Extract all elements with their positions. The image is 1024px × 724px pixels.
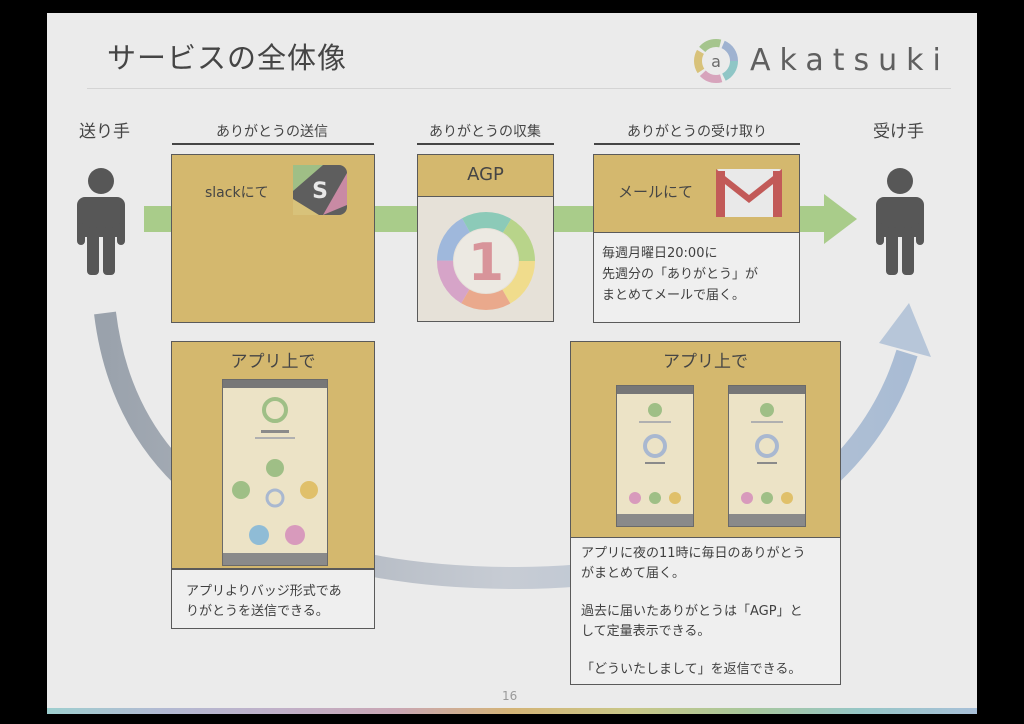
app-receive-screenshot-1 (616, 385, 694, 527)
mail-note-line: 毎週月曜日20:00に (602, 243, 758, 264)
mail-label: メールにて (618, 181, 693, 202)
app-receive-note-line: 「どういたしまして」を返信できる。 (581, 660, 830, 680)
slide: サービスの全体像 a Akatsuki 送り手 受け手 ありがとうの送信 ありが… (47, 13, 977, 714)
slide-title: サービスの全体像 (107, 35, 347, 77)
app-send-screenshot (222, 379, 328, 566)
stage-collect-label: ありがとうの収集 (417, 121, 553, 141)
flow-arrow-head (824, 194, 857, 244)
app-receive-note-spacer (581, 584, 830, 602)
mail-note-line: まとめてメールで届く。 (602, 285, 758, 306)
app-send-heading: アプリ上で (172, 347, 374, 372)
receiver-person-icon (876, 168, 924, 275)
sender-label: 送り手 (79, 117, 130, 142)
app-receive-note-line: 過去に届いたありがとうは「AGP」と (581, 602, 830, 622)
app-receive-note-line: がまとめて届く。 (581, 564, 830, 584)
stage-receive-rule (594, 143, 800, 145)
stage-send-label: ありがとうの送信 (172, 121, 372, 141)
slack-icon: S (293, 165, 347, 215)
return-arc-head (879, 303, 931, 357)
stage-send-rule (172, 143, 374, 145)
slack-label: slackにて (205, 182, 269, 202)
app-receive-note-line: アプリに夜の11時に毎日のありがとう (581, 544, 830, 564)
app-send-note-line: りがとうを送信できる。 (186, 602, 360, 622)
mail-receive-box: メールにて 毎週月曜日20:00に 先週分の「ありがとう」が まとめてメールで届… (593, 154, 800, 323)
agp-box: AGP 1 (417, 154, 554, 322)
app-receive-note-spacer (581, 642, 830, 660)
agp-badge-number: 1 (468, 233, 504, 293)
svg-text:a: a (711, 52, 721, 71)
app-receive-box: アプリ上で (570, 341, 841, 538)
stage-receive-label: ありがとうの受け取り (594, 121, 800, 141)
sender-person-icon (77, 168, 125, 275)
app-send-note: アプリよりバッジ形式であ りがとうを送信できる。 (171, 569, 375, 629)
akatsuki-logo-icon: a (692, 37, 740, 85)
page-number: 16 (502, 689, 517, 703)
app-receive-screenshot-2 (728, 385, 806, 527)
mail-note: 毎週月曜日20:00に 先週分の「ありがとう」が まとめてメールで届く。 (602, 243, 758, 306)
app-send-box: アプリ上で (171, 341, 375, 569)
akatsuki-logo-text: Akatsuki (750, 43, 950, 78)
title-divider (87, 88, 951, 89)
app-receive-note: アプリに夜の11時に毎日のありがとう がまとめて届く。 過去に届いたありがとうは… (570, 537, 841, 685)
agp-badge-icon: 1 (431, 206, 541, 316)
app-receive-note-line: して定量表示できる。 (581, 622, 830, 642)
app-send-note-line: アプリよりバッジ形式であ (186, 582, 360, 602)
app-receive-heading: アプリ上で (571, 347, 840, 372)
svg-text:S: S (312, 179, 328, 204)
receiver-label: 受け手 (873, 117, 924, 142)
akatsuki-logo: a Akatsuki (690, 37, 970, 87)
stage-collect-rule (417, 143, 554, 145)
agp-label: AGP (418, 164, 553, 185)
slack-send-box: slackにて S (171, 154, 375, 323)
mail-note-line: 先週分の「ありがとう」が (602, 264, 758, 285)
footer-color-bar (47, 708, 977, 714)
gmail-icon (716, 169, 782, 217)
